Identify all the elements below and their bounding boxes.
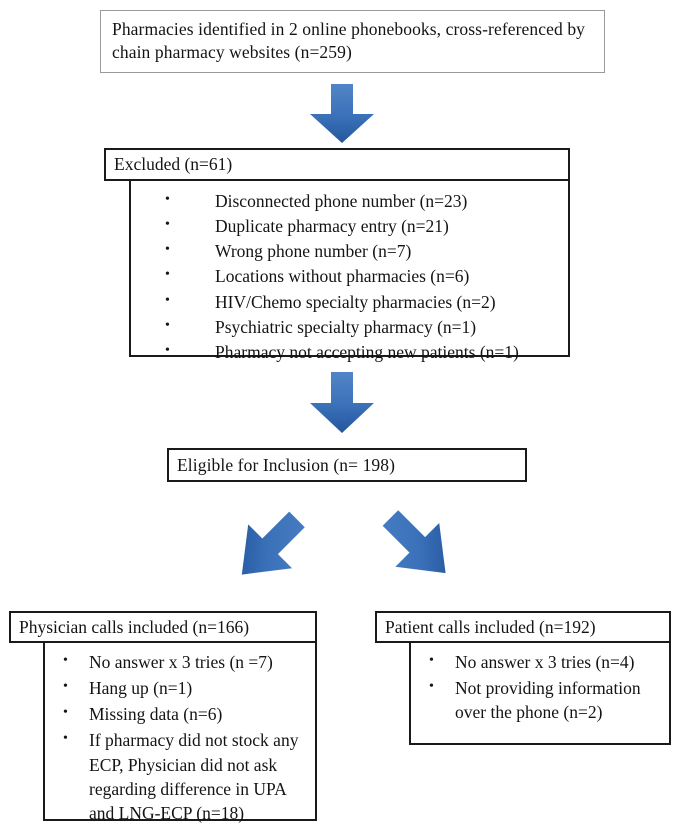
excluded-header: Excluded (n=61) [104, 148, 570, 181]
list-item: • Wrong phone number (n=7) [165, 239, 568, 263]
arrow-down-to-eligible [306, 372, 378, 434]
bullet-icon: • [165, 242, 170, 258]
physician-header-text: Physician calls included (n=166) [19, 616, 250, 637]
bullet-icon: • [63, 705, 68, 721]
list-item: • Locations without pharmacies (n=6) [165, 264, 568, 288]
list-item-label: Duplicate pharmacy entry (n=21) [215, 216, 449, 237]
list-item: • Hang up (n=1) [63, 676, 315, 700]
list-item-label: Wrong phone number (n=7) [215, 241, 412, 262]
list-item-label: No answer x 3 tries (n =7) [89, 652, 273, 672]
arrow-down-to-excluded [306, 84, 378, 144]
list-item-label: Not providing information over the phone… [455, 678, 641, 723]
eligible-box-text: Eligible for Inclusion (n= 198) [177, 455, 396, 475]
excluded-body: • Disconnected phone number (n=23) • Dup… [129, 179, 570, 362]
bullet-icon: • [63, 731, 68, 747]
list-item: • If pharmacy did not stock any ECP, Phy… [63, 728, 315, 825]
list-item: • Not providing information over the pho… [429, 676, 669, 724]
list-item: • Pharmacy not accepting new patients (n… [165, 340, 568, 364]
patient-body: • No answer x 3 tries (n=4) • Not provid… [409, 641, 671, 745]
source-box: Pharmacies identified in 2 online phoneb… [100, 10, 605, 73]
list-item-label: If pharmacy did not stock any ECP, Physi… [89, 730, 299, 823]
bullet-icon: • [165, 217, 170, 233]
list-item-label: Locations without pharmacies (n=6) [215, 266, 470, 287]
physician-body: • No answer x 3 tries (n =7) • Hang up (… [43, 641, 317, 823]
excluded-block: Excluded (n=61) • Disconnected phone num… [104, 148, 570, 362]
list-item-label: Pharmacy not accepting new patients (n=1… [215, 341, 519, 362]
bullet-icon: • [429, 679, 434, 695]
patient-header-text: Patient calls included (n=192) [385, 616, 596, 637]
list-item: • Duplicate pharmacy entry (n=21) [165, 214, 568, 238]
arrow-down-left-to-physician [228, 505, 308, 589]
patient-list: • No answer x 3 tries (n=4) • Not provid… [411, 650, 669, 724]
patient-block: Patient calls included (n=192) • No answ… [375, 611, 671, 745]
list-item-label: Missing data (n=6) [89, 704, 223, 725]
list-item-label: No answer x 3 tries (n=4) [455, 652, 635, 672]
excluded-list: • Disconnected phone number (n=23) • Dup… [131, 189, 568, 364]
physician-list: • No answer x 3 tries (n =7) • Hang up (… [45, 650, 315, 825]
list-item: • No answer x 3 tries (n=4) [429, 650, 669, 674]
eligible-box: Eligible for Inclusion (n= 198) [167, 448, 527, 482]
bullet-icon: • [165, 317, 170, 333]
bullet-icon: • [165, 292, 170, 308]
list-item-label: HIV/Chemo specialty pharmacies (n=2) [215, 291, 496, 312]
bullet-icon: • [63, 653, 68, 668]
bullet-icon: • [165, 192, 170, 207]
excluded-header-text: Excluded (n=61) [114, 154, 233, 174]
list-item: • Disconnected phone number (n=23) [165, 189, 568, 213]
list-item: • HIV/Chemo specialty pharmacies (n=2) [165, 290, 568, 314]
bullet-icon: • [63, 679, 68, 695]
source-box-text: Pharmacies identified in 2 online phoneb… [112, 19, 586, 63]
list-item-label: Psychiatric specialty pharmacy (n=1) [215, 316, 477, 337]
list-item-label: Disconnected phone number (n=23) [215, 191, 468, 211]
bullet-icon: • [429, 653, 434, 668]
list-item: • Missing data (n=6) [63, 702, 315, 726]
patient-header: Patient calls included (n=192) [375, 611, 671, 643]
physician-header: Physician calls included (n=166) [9, 611, 317, 643]
physician-block: Physician calls included (n=166) • No an… [9, 611, 317, 823]
bullet-icon: • [165, 267, 170, 283]
list-item-label: Hang up (n=1) [89, 678, 193, 699]
bullet-icon: • [165, 342, 170, 358]
arrow-down-right-to-patient [378, 505, 458, 589]
list-item: • No answer x 3 tries (n =7) [63, 650, 315, 674]
list-item: • Psychiatric specialty pharmacy (n=1) [165, 315, 568, 339]
